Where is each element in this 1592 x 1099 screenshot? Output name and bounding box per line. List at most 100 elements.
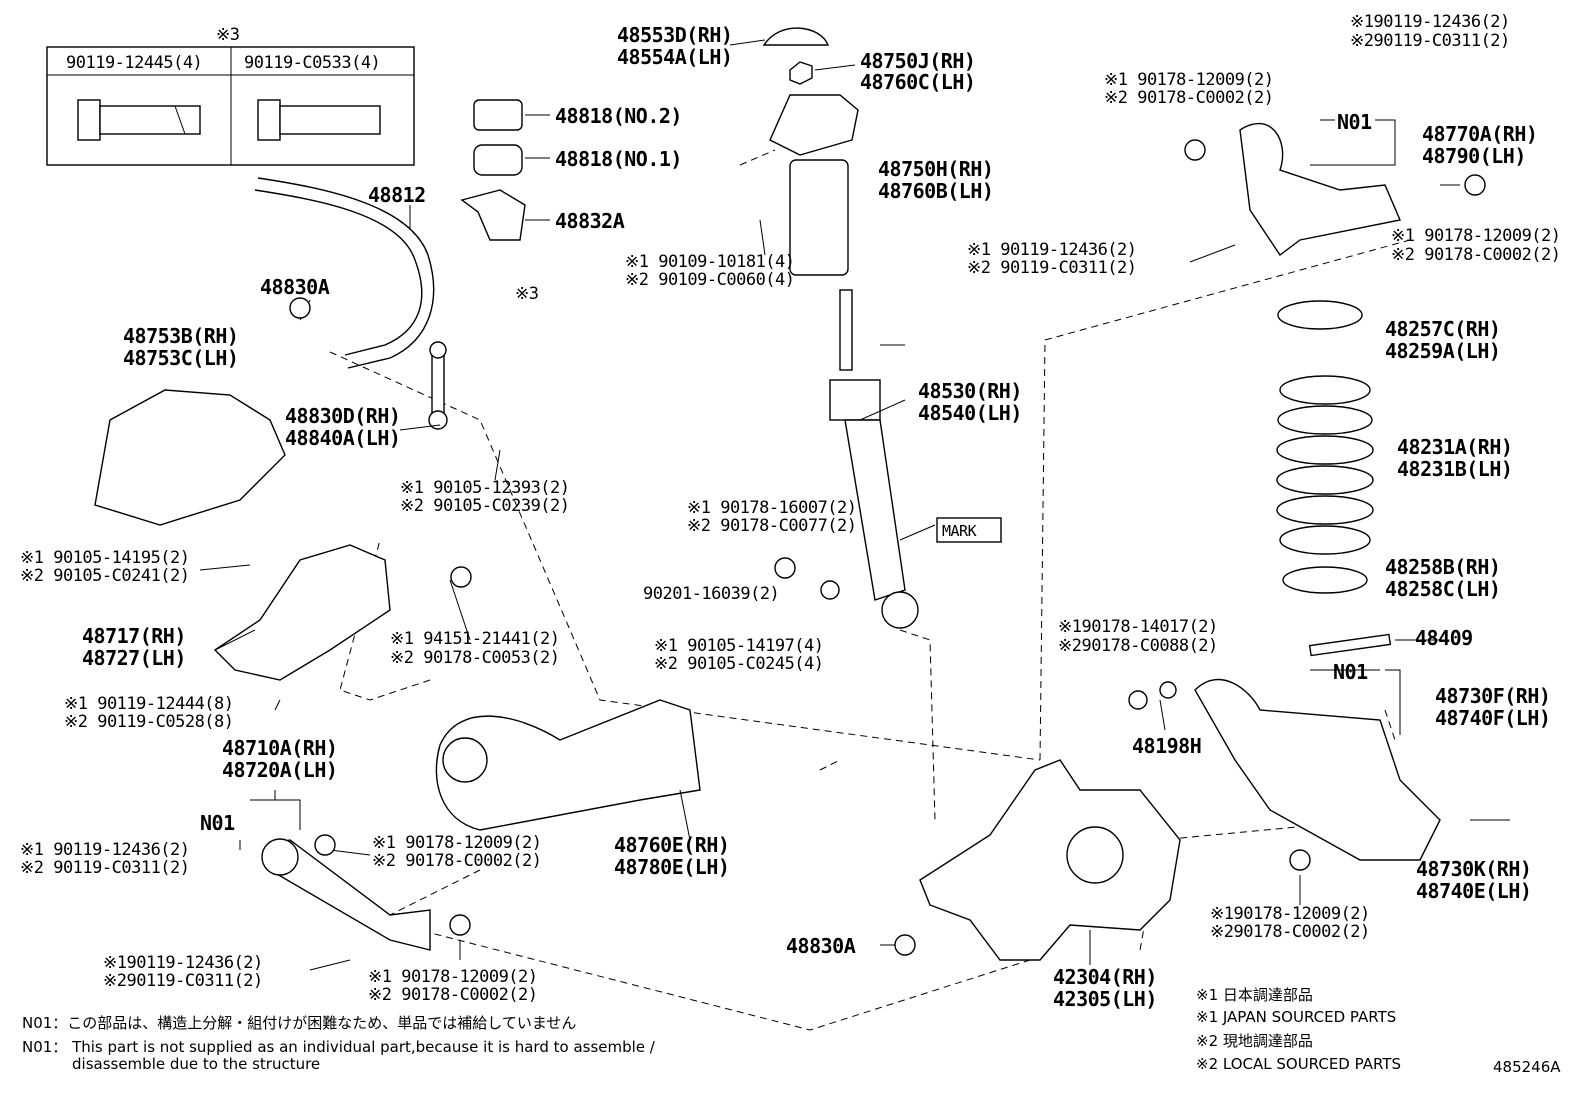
part-label: ※2 90178-C0077(2) bbox=[687, 516, 857, 536]
part-label: ※2 90105-C0239(2) bbox=[400, 496, 570, 516]
coil-spring bbox=[1276, 375, 1374, 555]
n01-label: N01 bbox=[200, 811, 235, 835]
subframe-bracket bbox=[213, 544, 391, 681]
part-label: 48553D(RH) bbox=[617, 23, 733, 47]
shock-absorber bbox=[829, 289, 919, 629]
part-label: 48830A bbox=[786, 934, 856, 958]
part-label: 48198H bbox=[1132, 734, 1202, 758]
note-n01-jp: N01：この部品は、構造上分解・組付けが困難なため、単品では補給していません bbox=[22, 1014, 577, 1032]
part-label: 48818(NO.2) bbox=[555, 104, 682, 128]
part-label: ※1 90178-12009(2) bbox=[368, 967, 538, 987]
part-label: ※190178-14017(2) bbox=[1058, 617, 1218, 637]
part-label: ※1 90178-12009(2) bbox=[1391, 226, 1561, 246]
part-label: 48530(RH) bbox=[918, 379, 1022, 403]
lower-arm-rod bbox=[269, 839, 431, 951]
part-label: 48830A bbox=[260, 275, 330, 299]
trailing-arm bbox=[435, 699, 701, 831]
bushing-icon bbox=[460, 99, 526, 241]
part-label: 42305(LH) bbox=[1053, 987, 1157, 1011]
part-label: 48540(LH) bbox=[918, 401, 1022, 425]
part-label: 48231A(RH) bbox=[1397, 435, 1513, 459]
upper-mount bbox=[769, 94, 859, 156]
part-label: ※290178-C0088(2) bbox=[1058, 636, 1218, 656]
part-label: 48753B(RH) bbox=[123, 324, 239, 348]
part-label: ※2 90178-C0002(2) bbox=[368, 985, 538, 1005]
n01-label: N01 bbox=[1333, 660, 1368, 684]
part-label: ※1 90109-10181(4) bbox=[625, 252, 795, 272]
part-label: ※190119-12436(2) bbox=[103, 953, 263, 973]
part-label: ※2 90178-C0002(2) bbox=[1104, 88, 1274, 108]
part-label: 48760E(RH) bbox=[614, 833, 730, 857]
part-label: ※1 90119-12436(2) bbox=[967, 240, 1137, 260]
table-col1: 90119-12445(4) bbox=[66, 53, 203, 73]
body-bracket bbox=[94, 389, 286, 526]
part-label: 48840A(LH) bbox=[285, 426, 401, 450]
part-label: 48740F(LH) bbox=[1435, 706, 1551, 730]
part-label: 48760C(LH) bbox=[860, 70, 976, 94]
part-label: ※290178-C0002(2) bbox=[1210, 922, 1370, 942]
part-label: ※1 90105-14197(4) bbox=[654, 636, 824, 656]
part-label: ※2 90119-C0311(2) bbox=[967, 258, 1137, 278]
part-label: 48730K(RH) bbox=[1416, 857, 1532, 881]
part-label: ※290119-C0311(2) bbox=[1350, 31, 1510, 51]
part-label: 48830D(RH) bbox=[285, 404, 401, 428]
part-label: ※1 90105-12393(2) bbox=[400, 478, 570, 498]
part-label: ※1 94151-21441(2) bbox=[390, 629, 560, 649]
part-label: ※1 90178-16007(2) bbox=[687, 498, 857, 518]
part-label: 48740E(LH) bbox=[1416, 879, 1532, 903]
part-label: 48818(NO.1) bbox=[555, 147, 682, 171]
part-label: 48750H(RH) bbox=[878, 157, 994, 181]
diagram-code: 485246A bbox=[1493, 1058, 1561, 1076]
part-label: 48750J(RH) bbox=[860, 49, 976, 73]
part-label: ※2 90105-C0245(4) bbox=[654, 654, 824, 674]
part-label: ※290119-C0311(2) bbox=[103, 971, 263, 991]
part-label: 42304(RH) bbox=[1053, 965, 1157, 989]
part-label: ※2 90178-C0053(2) bbox=[390, 648, 560, 668]
source-note-local: ※2 現地調達部品 bbox=[1196, 1032, 1313, 1050]
part-label: 48780E(LH) bbox=[614, 855, 730, 879]
source-note-jp: ※1 日本調達部品 bbox=[1196, 986, 1313, 1004]
part-label: ※190119-12436(2) bbox=[1350, 12, 1510, 32]
part-label: ※2 90109-C0060(4) bbox=[625, 270, 795, 290]
table-col2: 90119-C0533(4) bbox=[244, 53, 381, 73]
n01-label: N01 bbox=[1337, 110, 1372, 134]
part-label: 48259A(LH) bbox=[1385, 339, 1501, 363]
part-label: 48832A bbox=[555, 209, 625, 233]
part-label: ※1 90178-12009(2) bbox=[1104, 70, 1274, 90]
source-note-local-en: ※2 LOCAL SOURCED PARTS bbox=[1196, 1055, 1401, 1073]
part-label: ※1 90178-12009(2) bbox=[372, 833, 542, 853]
part-label: ※2 90178-C0002(2) bbox=[1391, 245, 1561, 265]
part-label: 48231B(LH) bbox=[1397, 457, 1513, 481]
bolt-icon bbox=[257, 99, 381, 141]
source-note-jp-en: ※1 JAPAN SOURCED PARTS bbox=[1196, 1008, 1397, 1026]
part-label: 48790(LH) bbox=[1422, 144, 1526, 168]
bolt-icon bbox=[1308, 633, 1392, 657]
part-label: 48720A(LH) bbox=[222, 758, 338, 782]
shock-boot bbox=[789, 159, 849, 276]
part-label: 48710A(RH) bbox=[222, 736, 338, 760]
part-label: 48257C(RH) bbox=[1385, 317, 1501, 341]
part-label: 48717(RH) bbox=[82, 624, 186, 648]
lower-spring-seat bbox=[1282, 566, 1368, 594]
part-label: 48730F(RH) bbox=[1435, 684, 1551, 708]
part-label: 48760B(LH) bbox=[878, 179, 994, 203]
lower-control-arm bbox=[1194, 678, 1441, 861]
part-label: ※1 90119-12436(2) bbox=[20, 840, 190, 860]
part-label: ※2 90178-C0002(2) bbox=[372, 851, 542, 871]
bolt-icon bbox=[77, 99, 201, 141]
upper-control-arm bbox=[1239, 123, 1401, 257]
part-label: 48753C(LH) bbox=[123, 346, 239, 370]
note-n01-en-2: disassemble due to the structure bbox=[72, 1055, 321, 1073]
fastener-table bbox=[46, 46, 415, 166]
part-label: ※2 90119-C0311(2) bbox=[20, 858, 190, 878]
nut-icon bbox=[289, 139, 1486, 956]
upper-spring-seat bbox=[1277, 300, 1363, 330]
ref-label: ※3 bbox=[515, 284, 539, 304]
part-label: ※2 90105-C0241(2) bbox=[20, 566, 190, 586]
part-label: 48409 bbox=[1415, 626, 1473, 650]
stabilizer-bar bbox=[254, 189, 423, 356]
part-label: ※2 90119-C0528(8) bbox=[64, 712, 234, 732]
part-label: 48770A(RH) bbox=[1422, 122, 1538, 146]
